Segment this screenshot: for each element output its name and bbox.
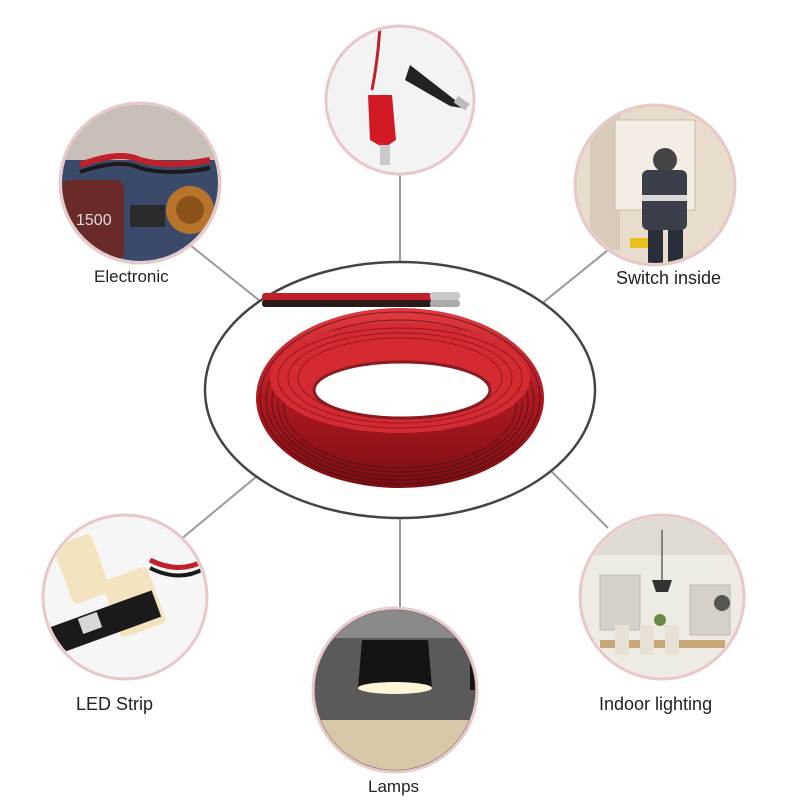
switch-inside-photo <box>573 103 737 267</box>
label-led-strip: LED Strip <box>76 694 153 714</box>
connector-lines <box>179 172 609 610</box>
lamps-photo <box>311 606 479 774</box>
led-strip-photo <box>41 513 209 681</box>
alligator-clip-photo <box>324 24 476 176</box>
central-wire-coil <box>203 260 597 520</box>
coil-hole <box>314 362 490 418</box>
wire-end-dark <box>262 300 432 307</box>
indoor-lighting-photo <box>578 513 746 681</box>
coil-hole-rim <box>312 360 492 420</box>
label-electronic: Electronic <box>94 267 169 286</box>
wire-tip-2 <box>430 300 460 307</box>
connector-switch <box>539 249 609 306</box>
connector-electronic <box>189 244 266 306</box>
coil-stripes <box>259 311 541 485</box>
label-indoor-lighting: Indoor lighting <box>599 694 712 714</box>
capacitor-label: 1500 <box>76 212 112 229</box>
wire-tip-1 <box>430 292 460 300</box>
connector-indoor <box>551 471 609 529</box>
electronic-photo: 1500 <box>58 101 222 265</box>
label-switch-inside: Switch inside <box>616 268 721 288</box>
wire-end-red <box>262 293 432 301</box>
connector-led <box>179 471 263 541</box>
label-lamps: Lamps <box>368 777 419 796</box>
